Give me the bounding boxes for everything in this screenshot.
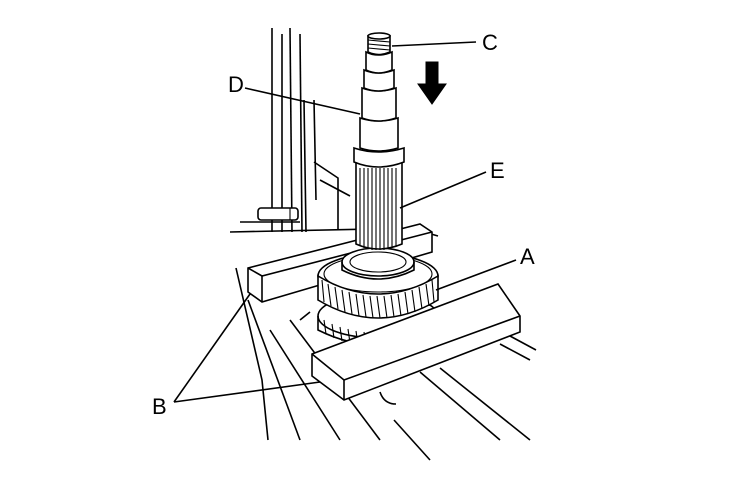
leader-c: [391, 41, 477, 47]
callout-c: C: [482, 30, 498, 55]
leader-a: [435, 259, 517, 291]
support-block-right: [311, 283, 521, 401]
leader-e: [399, 171, 487, 209]
callout-a: A: [520, 244, 535, 269]
down-arrow-icon: [417, 61, 447, 105]
callout-d: D: [228, 72, 244, 97]
shaft: [353, 32, 405, 250]
shaft-splines: [359, 168, 397, 250]
gear-stack: [317, 247, 439, 348]
callout-e: E: [490, 158, 505, 183]
shaft-threads: [367, 39, 391, 51]
upper-gear-teeth: [321, 279, 435, 319]
leader-b-left: [173, 293, 251, 403]
leader-lines: [173, 41, 517, 403]
callout-b: B: [152, 394, 167, 419]
leader-d: [244, 87, 361, 115]
leader-b-right: [173, 381, 321, 403]
